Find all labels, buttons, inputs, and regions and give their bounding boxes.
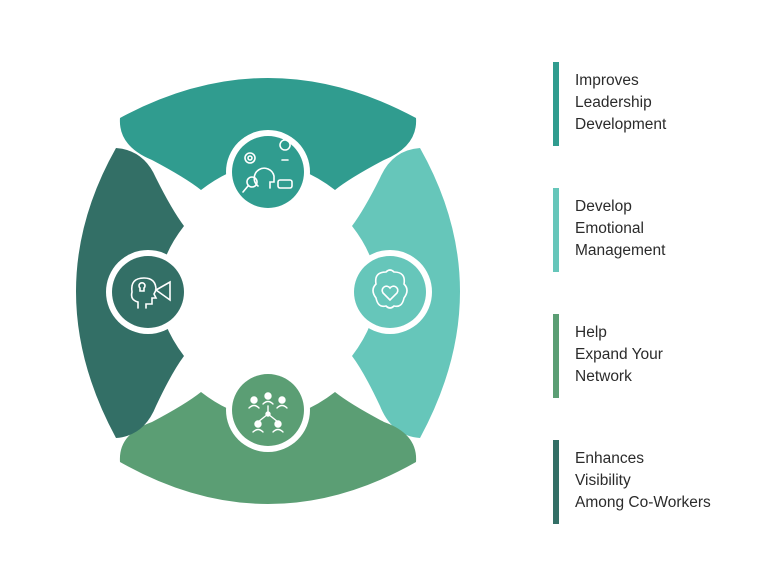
- legend-line: Emotional: [575, 220, 644, 237]
- legend-line: Develop: [575, 198, 632, 215]
- legend-line: Help: [575, 324, 607, 341]
- legend-bar: [553, 188, 559, 272]
- leadership-development-icon: [242, 139, 293, 193]
- legend-line: Expand Your: [575, 346, 663, 363]
- legend-line: Development: [575, 116, 667, 133]
- icon-circle-top: [226, 130, 310, 214]
- legend-bar: [553, 62, 559, 146]
- legend-label: Develop Emotional Management: [575, 196, 665, 262]
- icon-circle-right: [348, 250, 432, 334]
- legend-label: Enhances Visibility Among Co-Workers: [575, 448, 711, 514]
- legend-line: Visibility: [575, 472, 631, 489]
- legend-bar: [553, 440, 559, 524]
- brain-heart-icon: [372, 269, 408, 309]
- legend-label: Help Expand Your Network: [575, 322, 663, 388]
- visibility-head-icon: [130, 277, 171, 309]
- icon-circle-bottom: [226, 368, 310, 452]
- legend-line: Among Co-Workers: [575, 494, 711, 511]
- network-people-icon: [248, 392, 288, 433]
- legend-line: Leadership: [575, 94, 652, 111]
- legend-line: Improves: [575, 72, 639, 89]
- legend-line: Enhances: [575, 450, 644, 467]
- icon-circle-left: [106, 250, 190, 334]
- legend-label: Improves Leadership Development: [575, 70, 666, 136]
- legend-line: Management: [575, 242, 666, 259]
- legend-line: Network: [575, 368, 632, 385]
- legend-bar: [553, 314, 559, 398]
